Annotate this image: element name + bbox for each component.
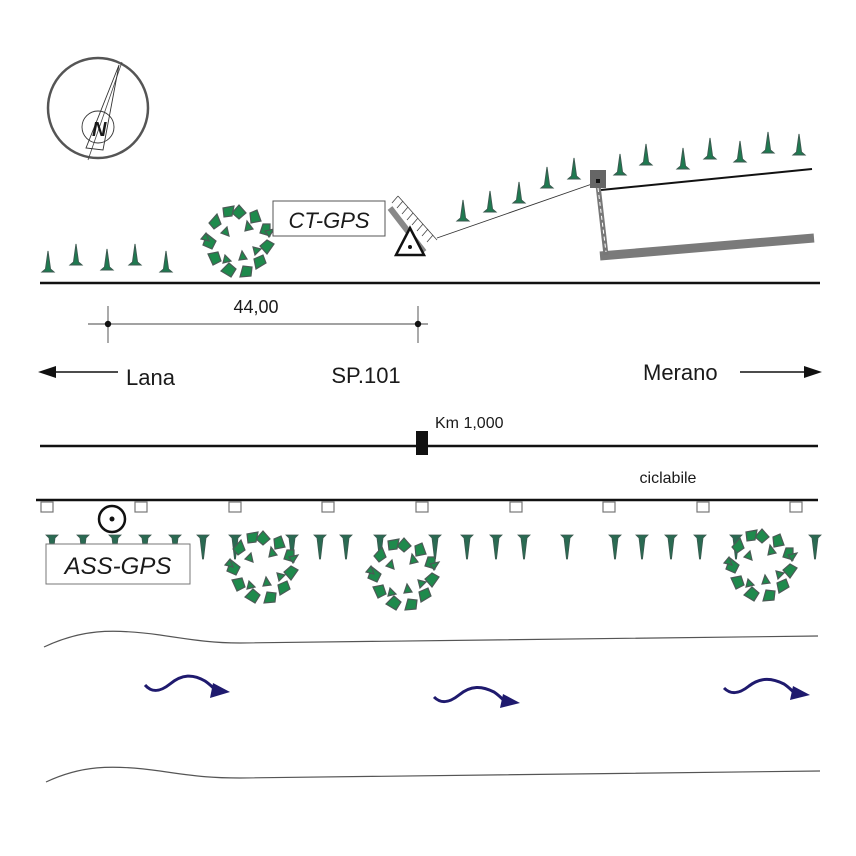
barrier-gate-icon — [590, 170, 609, 256]
tree-icon — [365, 537, 440, 611]
road-name-label: SP.101 — [331, 363, 400, 388]
river-flow-arrowhead — [210, 683, 230, 698]
north-label: N — [92, 119, 107, 141]
arrow-right-icon — [804, 366, 822, 378]
survey-point-icon — [97, 504, 127, 534]
km-marker-label: Km 1,000 — [435, 415, 504, 432]
cypress-row-top-right — [456, 131, 806, 222]
ct-gps-label: CT-GPS — [288, 208, 369, 233]
river-flow-arrow-icon — [722, 677, 797, 696]
tree-icon — [200, 204, 275, 278]
km-marker-icon — [416, 431, 428, 455]
lana-label: Lana — [126, 365, 176, 390]
side-road-bottom-wall — [599, 233, 815, 261]
river-flow-arrowhead — [790, 686, 810, 700]
direction-lana: Lana — [38, 365, 176, 390]
riverbank-bottom — [45, 766, 821, 783]
merano-label: Merano — [643, 360, 718, 385]
side-road-edge — [436, 183, 593, 239]
river-flow-arrow-icon — [143, 674, 218, 693]
dimension-line: 44,00 — [88, 297, 428, 343]
cycle-path-label: ciclabile — [640, 470, 697, 487]
ass-gps-label: ASS-GPS — [63, 553, 172, 580]
arrow-left-icon — [38, 366, 56, 378]
river-flow-arrowhead — [500, 694, 520, 708]
riverbank-top — [43, 630, 819, 648]
direction-merano: Merano — [643, 360, 822, 385]
river-flow-arrow-icon — [432, 686, 507, 704]
benchmark-triangle-icon — [393, 225, 427, 257]
ass-gps-label-box: ASS-GPS — [45, 543, 191, 585]
ct-gps-label-box: CT-GPS — [272, 200, 386, 237]
compass-icon: N — [46, 56, 150, 161]
bollard-row — [40, 501, 803, 513]
side-road-top-edge — [600, 168, 813, 191]
distance-label: 44,00 — [233, 297, 278, 317]
cypress-row-top-left — [41, 243, 173, 273]
